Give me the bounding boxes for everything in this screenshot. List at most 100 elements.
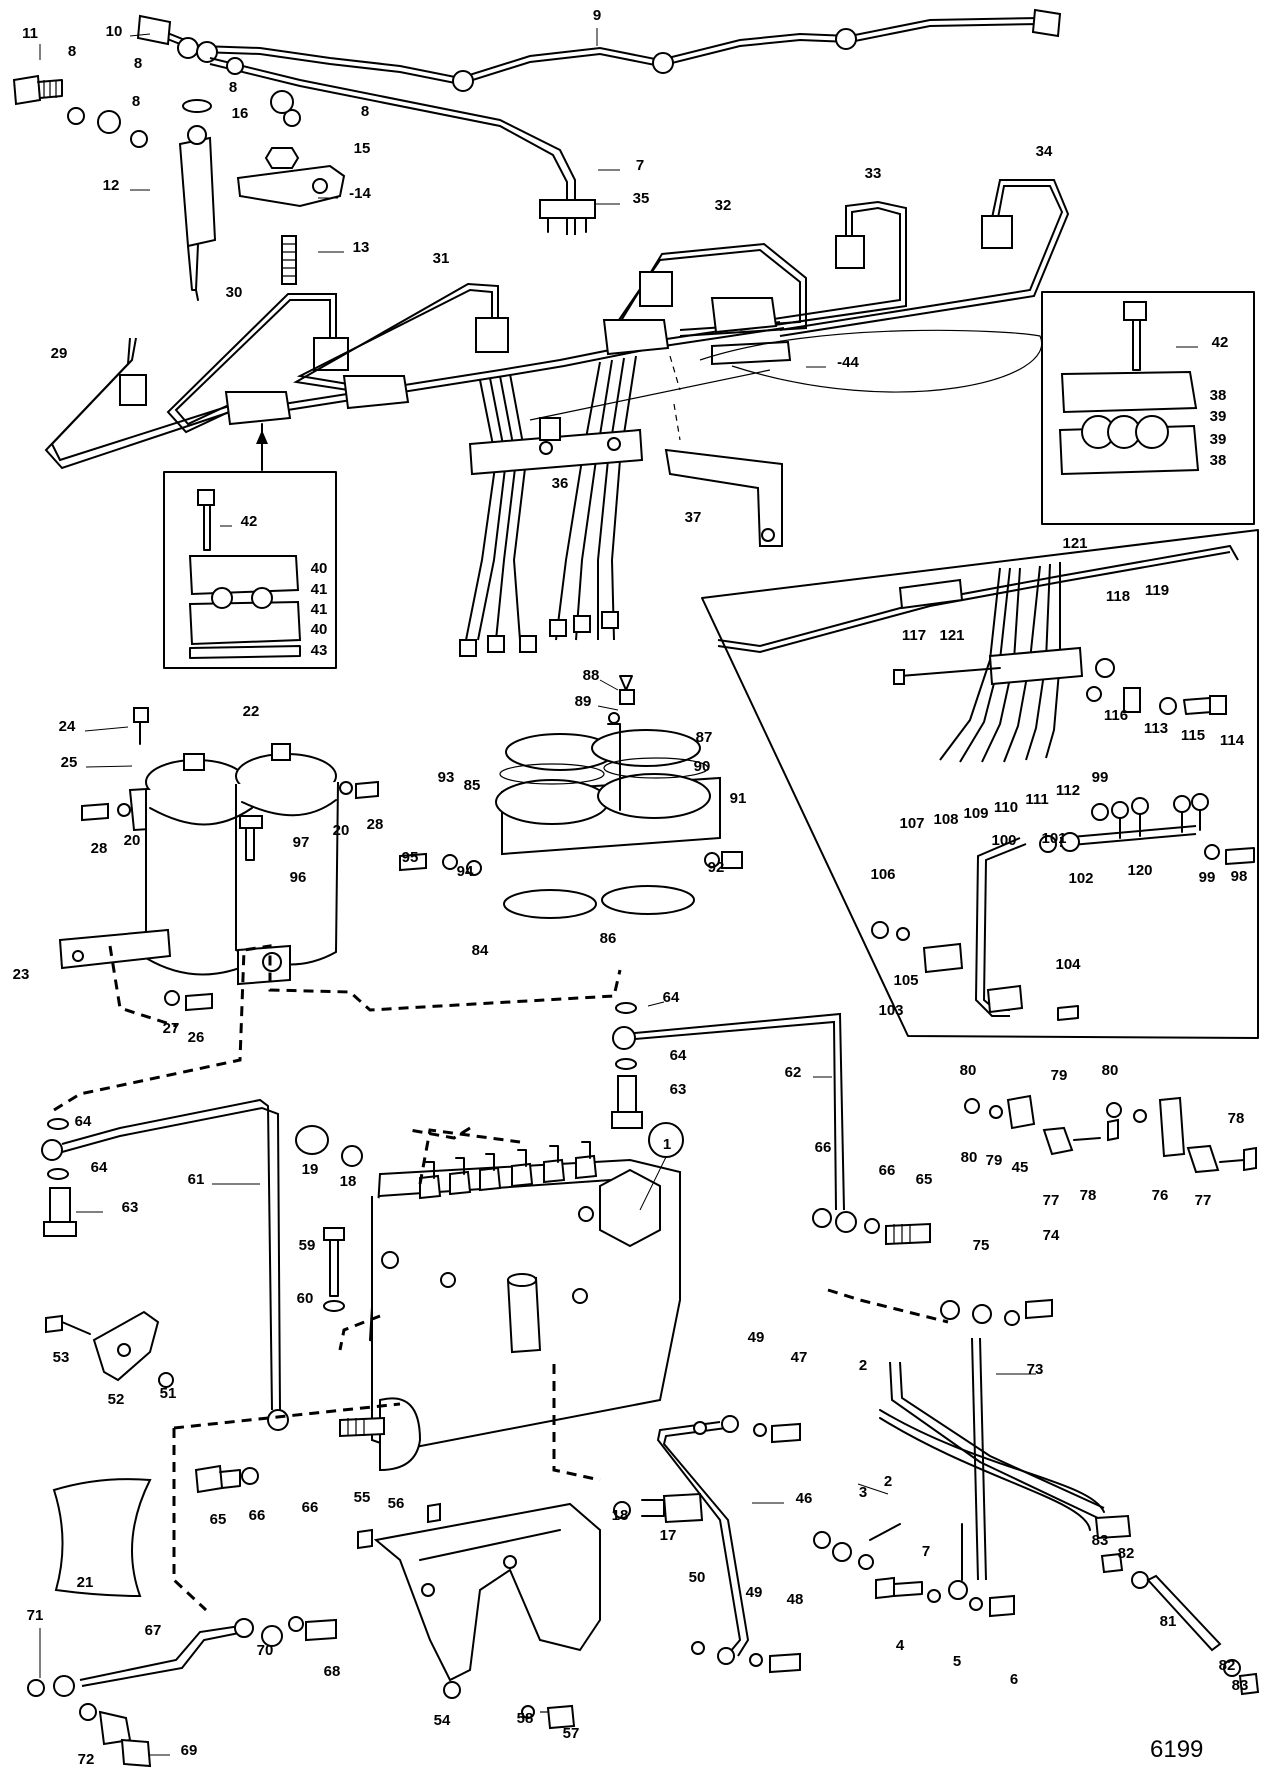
callout-label: 7 [922,1543,930,1560]
callout-label: 93 [438,769,455,786]
callout-label: 88 [583,667,600,684]
clamp-detail-inset-right [1041,291,1255,525]
callout-label: 85 [464,777,481,794]
callout-label: 77 [1043,1192,1060,1209]
callout-label: 37 [685,509,702,526]
callout-label: 113 [1144,720,1168,737]
callout-label: 64 [670,1047,687,1064]
callout-label: 66 [249,1507,266,1524]
callout-label: 107 [899,815,924,832]
callout-label: 39 [1210,408,1227,425]
callout-label: 32 [715,197,732,214]
injector-assembly [12,8,1062,301]
callout-label: 33 [865,165,882,182]
callout-label: -14 [349,185,371,202]
callout-label: 8 [68,43,76,60]
callout-label: 55 [354,1489,371,1506]
callout-label: 42 [241,513,258,530]
callout-label: 83 [1232,1677,1249,1694]
callout-label: 76 [1152,1187,1169,1204]
callout-label: 42 [1212,334,1229,351]
callout-label: 28 [91,840,108,857]
callout-label: 121 [1062,535,1087,552]
callout-label: 41 [311,601,328,618]
callout-label: 41 [311,581,328,598]
fuel-filter-assembly [58,707,379,1012]
callout-label: 12 [103,177,120,194]
callout-label: 104 [1055,956,1081,973]
callout-label: 7 [636,157,644,174]
callout-label: 66 [815,1139,832,1156]
callout-label: 23 [13,966,30,983]
callout-label: 36 [552,475,569,492]
callout-label: 77 [1195,1192,1212,1209]
callout-label: 80 [960,1062,977,1079]
callout-label: 79 [986,1152,1003,1169]
callout-label: 16 [232,105,249,122]
callout-label: 66 [302,1499,319,1516]
callout-label: 25 [61,754,78,771]
callout-label: 89 [575,693,592,710]
callout-label: 40 [311,621,328,638]
callout-label: 79 [1051,1067,1068,1084]
callout-label: 15 [354,140,371,157]
return-pipes-right [879,1298,1260,1696]
callout-label: 8 [134,55,142,72]
callout-label: 46 [796,1490,813,1507]
callout-label: 109 [963,805,988,822]
callout-label: 74 [1043,1227,1060,1244]
callout-label: 38 [1210,387,1227,404]
callout-label: 63 [122,1199,139,1216]
callout-label: 50 [689,1569,706,1586]
water-trap-assembly [399,675,743,919]
callout-label: 120 [1127,862,1152,879]
callout-label: 82 [1219,1657,1236,1674]
callout-label: 17 [660,1527,677,1544]
callout-label: 22 [243,703,260,720]
injection-pump [339,1122,684,1472]
callout-label: 97 [293,834,310,851]
callout-label: 1 [663,1136,671,1153]
callout-label: 114 [1220,732,1245,749]
callout-label: 108 [933,811,958,828]
callout-label: 10 [106,23,123,40]
callout-label: 78 [1080,1187,1097,1204]
callout-label: 19 [302,1161,319,1178]
callout-label: -44 [837,354,859,371]
callout-label: 18 [340,1173,357,1190]
callout-label: 64 [75,1113,92,1130]
callout-label: 71 [27,1607,44,1624]
callout-label: 39 [1210,431,1227,448]
callout-label: 116 [1104,707,1128,724]
callout-label: 47 [791,1349,808,1366]
callout-label: 91 [730,790,747,807]
clamp-detail-inset-left [163,423,337,669]
callout-label: 106 [870,866,895,883]
callout-label: 58 [517,1710,534,1727]
callout-label: 101 [1041,830,1066,847]
callout-label: 83 [1092,1532,1109,1549]
callout-label: 24 [59,718,76,735]
callout-label: 99 [1092,769,1109,786]
callout-label: 92 [708,859,725,876]
callout-label: 103 [878,1002,903,1019]
callout-label: 78 [1228,1110,1245,1127]
callout-label: 3 [859,1484,867,1501]
callout-label: 54 [434,1712,451,1729]
callout-label: 99 [1199,869,1216,886]
callout-label: 26 [188,1029,205,1046]
callout-label: 11 [22,25,38,42]
callout-label: 45 [1012,1159,1029,1176]
callout-label: 43 [311,642,328,659]
callout-label: 21 [77,1574,94,1591]
callout-label: 75 [973,1237,990,1254]
callout-label: 34 [1036,143,1053,160]
injection-pipe-set [44,179,1070,657]
callout-label: 5 [953,1653,961,1670]
callout-label: 80 [1102,1062,1119,1079]
callout-label: 29 [51,345,68,362]
callout-label: 40 [311,560,328,577]
callout-label: 28 [367,816,384,833]
callout-label: 64 [91,1159,108,1176]
